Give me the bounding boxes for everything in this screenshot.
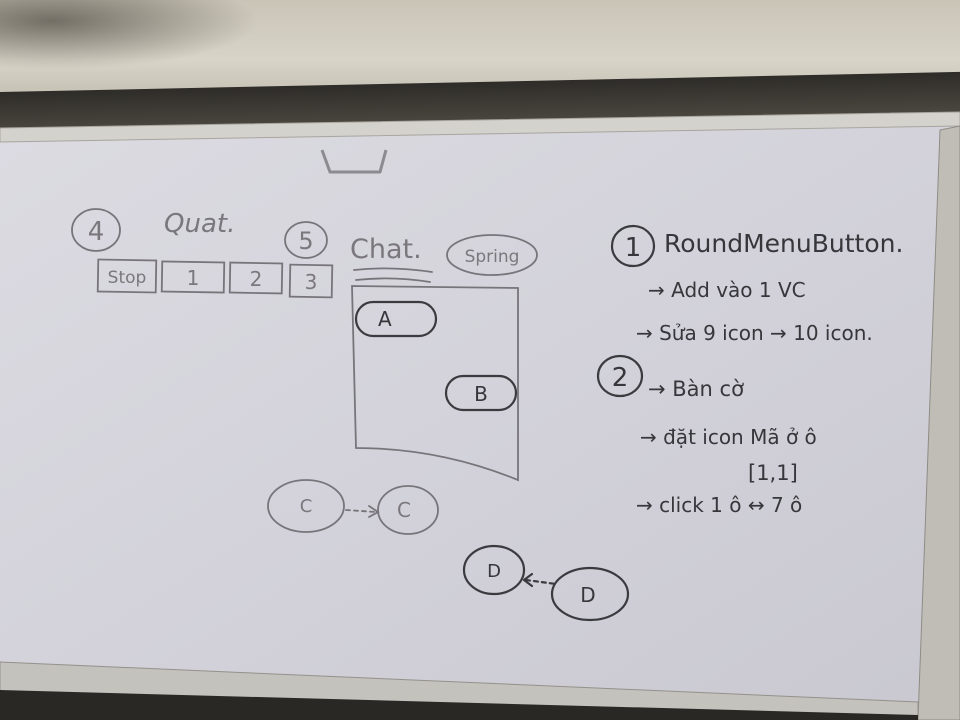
button-1-box [160,260,226,294]
board-clip [320,149,388,174]
chat-underline-2 [355,277,431,283]
wall-shadow [0,0,260,70]
c-transition: C C [267,479,439,535]
stop-box [96,258,158,294]
section-5-title: Chat. [350,234,422,265]
board-surface [0,118,960,720]
node-c1-circle [267,479,345,533]
button-3-label: 3 [305,270,318,294]
node-d1-circle [462,544,526,596]
item-2-line-2: → đặt icon Mã ở ô [640,425,817,449]
spring-circle [446,234,538,276]
node-c1-label: C [300,496,313,517]
notes-item-1: 1 RoundMenuButton. → Add vào 1 VC → Sửa … [610,224,903,345]
bubble-a-label: A [378,307,392,331]
chat-underline-1 [353,267,433,273]
section-5-circle [284,221,328,259]
node-d1-label: D [487,561,501,582]
item-1-circle [610,224,656,268]
node-c2-circle [377,485,439,535]
d-arrow-head [522,572,534,588]
button-3-box [288,263,334,299]
node-d2-label: D [580,583,595,607]
section-4: 4 Quat. [71,208,235,252]
c-arrow-line [345,509,377,513]
item-2-circle [596,354,644,398]
section-4-number: 4 [88,217,105,247]
item-1-number: 1 [625,233,642,263]
d-arrow-line [524,578,558,586]
section-5-number: 5 [298,227,313,255]
section-5: 5 Chat. Spring [284,221,538,283]
board-top-rail [0,111,960,143]
item-1-line-2: → Sửa 9 icon → 10 icon. [636,321,873,345]
chat-panel-outline [351,285,519,482]
bubble-b-label: B [474,382,488,406]
item-1-line-1: → Add vào 1 VC [648,278,806,302]
c-arrow-head [368,505,380,518]
item-2-line-4: → click 1 ô ↔ 7 ô [636,493,802,517]
item-1-title: RoundMenuButton. [664,229,903,258]
node-c2-label: C [397,498,411,522]
notes-item-2: 2 → Bàn cờ → đặt icon Mã ở ô [1,1] → cli… [596,354,817,517]
button-2-label: 2 [250,267,263,291]
stop-label: Stop [108,268,147,288]
node-d2-circle [550,566,630,622]
board-bottom-shadow [0,690,918,720]
d-transition: D D [462,544,630,622]
button-2-box [228,261,284,295]
spring-label: Spring [465,247,520,267]
button-row: Stop 1 2 3 [96,258,334,299]
bubble-a-outline [354,300,438,338]
item-2-line-3: [1,1] [748,461,798,485]
bubble-b-outline [444,374,518,412]
button-1-label: 1 [187,266,200,290]
chat-panel: A B [351,285,519,482]
section-4-circle [71,208,121,252]
item-2-number: 2 [612,363,629,393]
item-2-line-1: → Bàn cờ [648,377,744,401]
section-4-title: Quat. [164,209,235,239]
board-right-frame [917,125,960,720]
